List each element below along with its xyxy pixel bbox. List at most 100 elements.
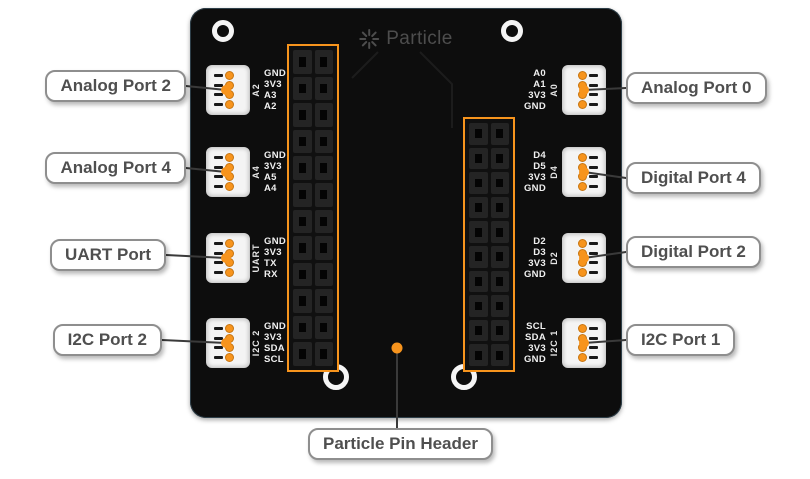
pin-label: SCL: [264, 354, 284, 365]
pin-dot: [579, 325, 586, 333]
vertical-port-name: UART: [251, 243, 261, 273]
connector-pin-row: [563, 344, 605, 352]
pin-label: A1: [533, 79, 546, 90]
pin-slot: [214, 251, 223, 255]
connector-pin-row: [563, 154, 605, 162]
connector-pin-row: [563, 268, 605, 276]
connector-pin-row: [563, 173, 605, 181]
connector-pin-row: [563, 240, 605, 248]
header-pin-socket: [469, 344, 488, 366]
connector-pin-row: [207, 72, 249, 80]
connector-pin-row: [207, 154, 249, 162]
header-pin-socket: [490, 295, 509, 317]
pin-slot: [589, 242, 598, 246]
header-pin-socket: [469, 246, 488, 268]
pin-labels: A0 A1 3V3 GND: [516, 68, 546, 112]
pin-dot: [226, 72, 233, 80]
connector-pin-row: [563, 163, 605, 171]
connector-pin-row: [563, 325, 605, 333]
pin-label: GND: [523, 354, 546, 365]
pin-dot: [226, 163, 233, 171]
callout-i2c-port-2: I2C Port 2: [52, 324, 162, 356]
pin-dot: [579, 72, 586, 80]
pin-slot: [589, 83, 598, 87]
header-pin-socket: [314, 315, 333, 340]
connector-pin-row: [207, 81, 249, 89]
connector-pin-row: [207, 268, 249, 276]
pin-dot: [226, 344, 233, 352]
pin-slot: [589, 261, 598, 265]
pin-slot: [589, 165, 598, 169]
callout-uart-port: UART Port: [50, 239, 166, 271]
pin-label: GND: [264, 68, 287, 79]
pin-label: 3V3: [264, 332, 282, 343]
pin-label: GND: [264, 236, 287, 247]
logo-text: Particle: [386, 28, 453, 49]
pin-label: SCL: [526, 321, 546, 332]
grove-connector-analog-0: [562, 65, 606, 115]
pin-dot: [579, 353, 586, 361]
pin-label: GND: [264, 150, 287, 161]
connector-pin-row: [563, 100, 605, 108]
header-pin-socket: [293, 342, 312, 366]
pin-dot: [579, 163, 586, 171]
header-pin-socket: [469, 196, 488, 219]
pin-dot: [579, 268, 586, 276]
connector-pin-row: [563, 249, 605, 257]
particle-star-icon: [359, 29, 380, 49]
pin-labels: GND 3V3 A3 A2: [264, 68, 286, 112]
header-pin-socket: [469, 221, 488, 243]
pin-label: D2: [533, 236, 546, 247]
pin-labels: GND 3V3 A5 A4: [264, 150, 286, 194]
callout-digital-port-2: Digital Port 2: [626, 236, 761, 268]
pin-dot: [579, 240, 586, 248]
pin-dot: [226, 81, 233, 89]
grove-connector-analog-4: [206, 147, 250, 197]
pin-slot: [214, 165, 223, 169]
connector-pin-row: [563, 182, 605, 190]
pin-label: A3: [264, 90, 277, 101]
header-pin-socket: [469, 123, 488, 145]
particle-logo: Particle: [359, 28, 453, 50]
pin-dot: [226, 268, 233, 276]
connector-pin-row: [207, 249, 249, 257]
pin-dot: [226, 240, 233, 248]
pin-dot: [579, 154, 586, 162]
pin-slot: [589, 346, 598, 350]
header-pin-socket: [293, 262, 312, 287]
grove-connector-i2c-2: [206, 318, 250, 368]
header-pin-socket: [490, 319, 509, 342]
connector-pin-row: [563, 72, 605, 80]
pin-slot: [589, 175, 598, 179]
pin-label: 3V3: [528, 343, 546, 354]
pin-label: A2: [264, 101, 277, 112]
connector-pin-row: [207, 240, 249, 248]
pin-label: D3: [533, 247, 546, 258]
header-pin-socket: [469, 147, 488, 170]
pin-slot: [214, 355, 223, 359]
header-pin-socket: [293, 209, 312, 234]
connector-pin-row: [563, 81, 605, 89]
pin-label: 3V3: [528, 90, 546, 101]
callout-i2c-port-1: I2C Port 1: [626, 324, 736, 356]
pin-labels: GND 3V3 TX RX: [264, 236, 286, 280]
pin-slot: [214, 74, 223, 78]
connector-pin-row: [207, 100, 249, 108]
connector-pin-row: [207, 173, 249, 181]
grove-connector-uart: [206, 233, 250, 283]
pin-dot: [579, 100, 586, 108]
header-pin-socket: [490, 246, 509, 268]
header-pin-socket: [490, 344, 509, 366]
header-pin-socket: [314, 209, 333, 234]
pin-dot: [226, 325, 233, 333]
pin-labels: D2 D3 3V3 GND: [516, 236, 546, 280]
header-pin-socket: [490, 147, 509, 170]
callout-analog-port-0: Analog Port 0: [626, 72, 767, 104]
pin-label: 3V3: [528, 172, 546, 183]
header-pin-socket: [314, 103, 333, 127]
pin-slot: [589, 327, 598, 331]
pin-label: TX: [264, 258, 277, 269]
vertical-port-name: A4: [251, 165, 261, 179]
pin-slot: [589, 156, 598, 160]
pin-label: 3V3: [264, 247, 282, 258]
